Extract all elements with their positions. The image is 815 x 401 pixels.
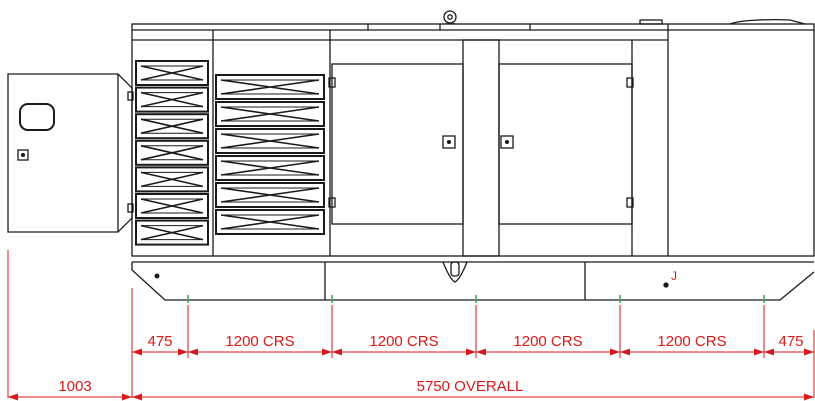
louvre-left-7 [135, 219, 209, 246]
dim-segment-3: 1200 CRS [369, 333, 438, 350]
lifting-eye-icon [443, 10, 457, 24]
louvre-left-3 [135, 113, 209, 140]
louvre-grilles [135, 60, 325, 246]
arrowhead [466, 348, 476, 356]
dim-segment-4: 1200 CRS [513, 333, 582, 350]
arrowhead [764, 348, 774, 356]
center-lug-icon [450, 261, 460, 277]
dim-segment-1: 475 [147, 333, 172, 350]
arrowhead [620, 348, 630, 356]
dim-left-offset: 1003 [58, 378, 91, 395]
arrowhead [188, 348, 198, 356]
door-latch-icon [500, 135, 514, 149]
arrowhead [322, 348, 332, 356]
dim-overall: 5750 OVERALL [417, 378, 524, 395]
arrowhead [754, 348, 764, 356]
dim-segment-6: 475 [778, 333, 803, 350]
arrowhead [804, 348, 814, 356]
louvre-right-5 [215, 182, 325, 208]
arrowhead [332, 348, 342, 356]
marker-label-j: J [671, 269, 677, 283]
louvre-right-3 [215, 128, 325, 154]
louvre-left-2 [135, 86, 209, 113]
centre-ticks [187, 295, 765, 303]
louvre-left-6 [135, 193, 209, 219]
louvre-right-4 [215, 155, 325, 181]
door-handle-icon [19, 103, 55, 131]
louvre-right-1 [215, 74, 325, 100]
louvre-right-2 [215, 101, 325, 127]
louvre-right-6 [215, 209, 325, 235]
arrowhead [8, 393, 18, 401]
door-panel-2 [498, 63, 633, 225]
arrowhead [476, 348, 486, 356]
dimension-arrows [8, 348, 814, 401]
enclosure [127, 10, 815, 301]
arrowhead [610, 348, 620, 356]
dimension-lines [7, 250, 815, 398]
dim-segment-2: 1200 CRS [225, 333, 294, 350]
arrowhead [178, 348, 188, 356]
segment-labels: 475 1200 CRS 1200 CRS 1200 CRS 1200 CRS … [147, 333, 803, 350]
open-door [7, 73, 133, 233]
arrowhead [132, 393, 142, 401]
door-latch-icon [442, 135, 456, 149]
louvre-left-4 [135, 139, 209, 166]
louvre-left-5 [135, 166, 209, 193]
arrowhead [132, 348, 142, 356]
dim-segment-5: 1200 CRS [657, 333, 726, 350]
arrowhead [122, 393, 132, 401]
arrowhead [804, 393, 814, 401]
louvre-left-1 [135, 60, 209, 86]
